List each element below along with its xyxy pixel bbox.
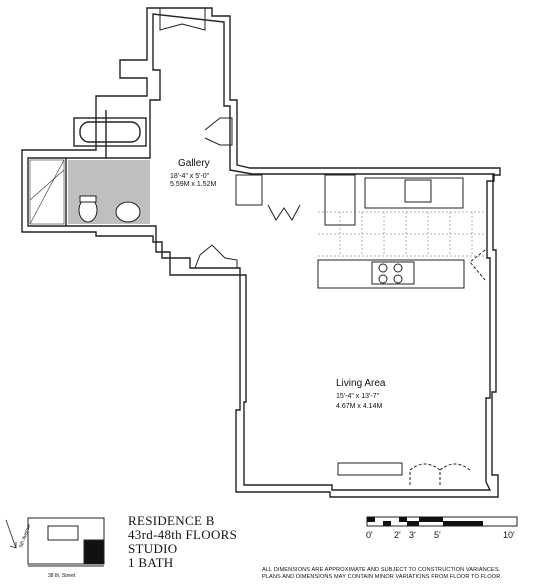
street-label: 38 th. Street [48,573,76,579]
gallery-label: Gallery [178,158,210,169]
scale-labels: 0' 2' 3' 5' 10' [0,530,542,542]
sink [115,201,141,223]
scale-label-5: 5' [434,530,441,540]
scale-label-0: 0' [366,530,373,540]
unit-type: STUDIO [128,541,178,556]
closet-door [204,117,233,146]
gallery-metric: 5.59M x 1.52M [170,181,216,188]
window-swing [469,249,486,281]
shower [29,159,65,225]
scale-label-10: 10' [503,530,515,540]
title-block: RESIDENCE B 43rd-48th FLOORS STUDIO 1 BA… [128,514,237,570]
bath-door [194,244,238,269]
living-label: Living Area [336,378,386,389]
balcony-door [409,463,441,485]
kitchen-counter-lower [317,259,465,289]
interior-wall-line [27,13,495,491]
disclaimer: ALL DIMENSIONS ARE APPROXIMATE AND SUBJE… [262,567,540,581]
kitchen-counter-upper [364,177,464,209]
scale-bar [366,516,518,527]
bath-count: 1 BATH [128,555,174,570]
radiator [337,462,403,476]
exterior-wall [21,7,501,498]
kitchen-tile-floor [318,211,484,257]
living-metric: 4.67M x 4.14M [336,403,382,410]
entry-door [159,8,183,31]
floor-range: 43rd-48th FLOORS [128,527,238,542]
toilet-tank [79,195,97,203]
scale-label-2: 2' [394,530,401,540]
bathtub-basin [79,121,141,143]
closet-bifold-door [267,204,301,221]
cooktop [404,179,432,203]
disclaimer-line-1: ALL DIMENSIONS ARE APPROXIMATE AND SUBJE… [262,567,501,573]
bathtub [73,117,147,147]
living-dimensions: 15'-4" x 13'-7" [336,393,380,400]
key-plan [5,517,105,567]
gallery-dimensions: 18'-4" x 5'-0" [170,173,210,180]
scale-label-3: 3' [409,530,416,540]
closet [235,174,263,206]
disclaimer-line-2: PLANS AND DIMENSIONS MAY CONTAIN MINOR V… [262,574,502,580]
stove [371,261,415,285]
refrigerator [324,174,356,226]
residence-name: RESIDENCE B [128,513,215,528]
